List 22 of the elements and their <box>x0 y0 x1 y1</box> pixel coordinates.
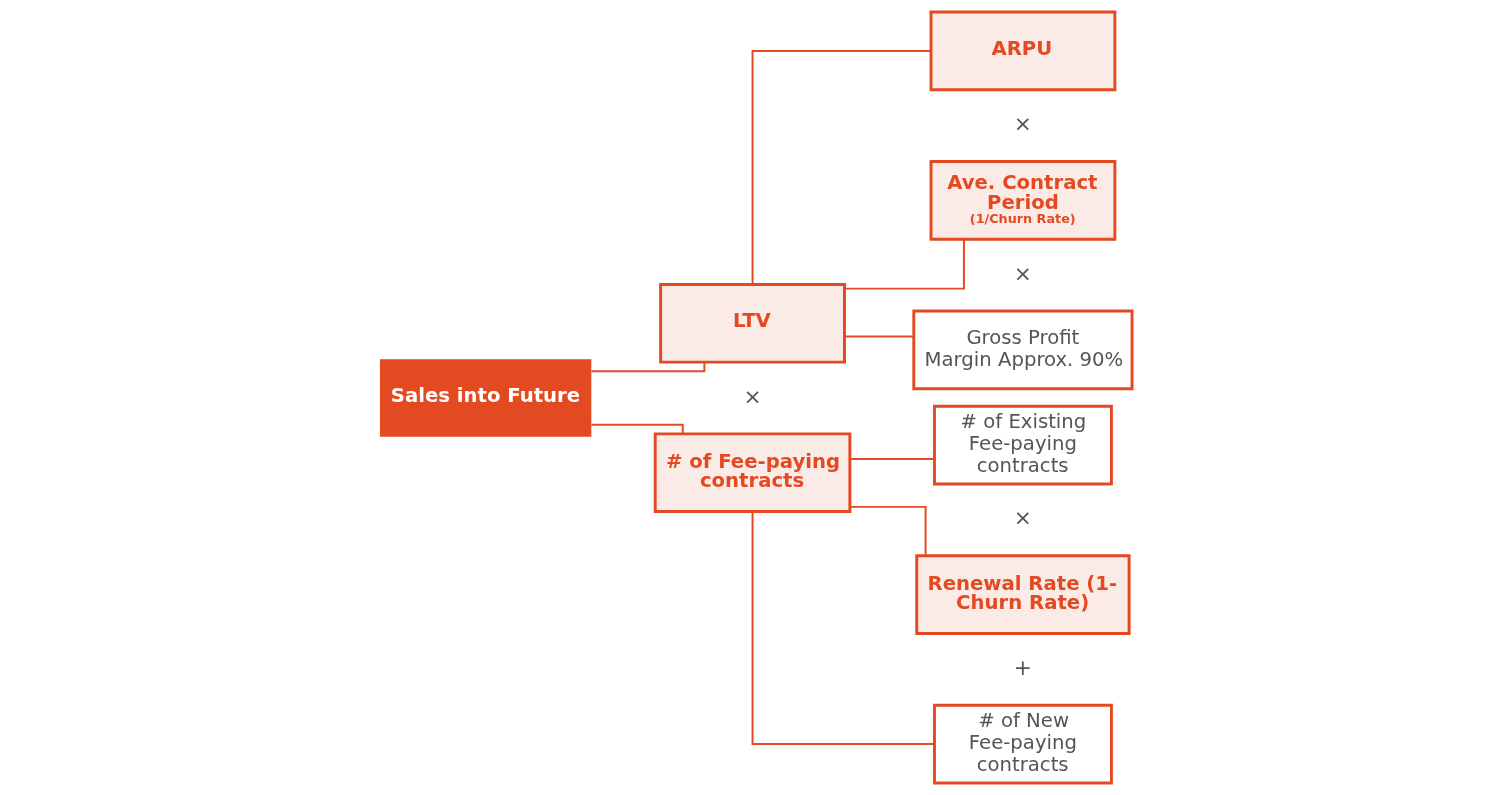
label: × <box>1013 505 1032 531</box>
node-box: # of New Fee-paying contracts <box>932 703 1113 785</box>
node-box: LTV <box>659 282 846 364</box>
connector <box>843 335 915 338</box>
node-box: Sales into Future <box>379 359 592 437</box>
connector <box>751 510 936 746</box>
node-box: # of Fee-paying contracts <box>653 432 852 514</box>
connector <box>590 423 684 435</box>
connector <box>590 361 706 373</box>
label: × <box>743 383 762 409</box>
node-box: Gross Profit Margin Approx. 90% <box>912 309 1134 391</box>
connector <box>843 238 965 290</box>
label: × <box>1013 111 1032 137</box>
node-box: Ave. Contract Period (1/Churn Rate) <box>929 160 1117 241</box>
connector <box>849 457 935 460</box>
node-box: Renewal Rate (1- Churn Rate) <box>915 554 1131 635</box>
connector <box>848 505 927 557</box>
label: × <box>1013 260 1032 286</box>
connector <box>751 49 932 286</box>
node-box: # of Existing Fee-paying contracts <box>932 404 1113 486</box>
node-box: ARPU <box>929 10 1117 92</box>
label: + <box>1013 654 1032 680</box>
